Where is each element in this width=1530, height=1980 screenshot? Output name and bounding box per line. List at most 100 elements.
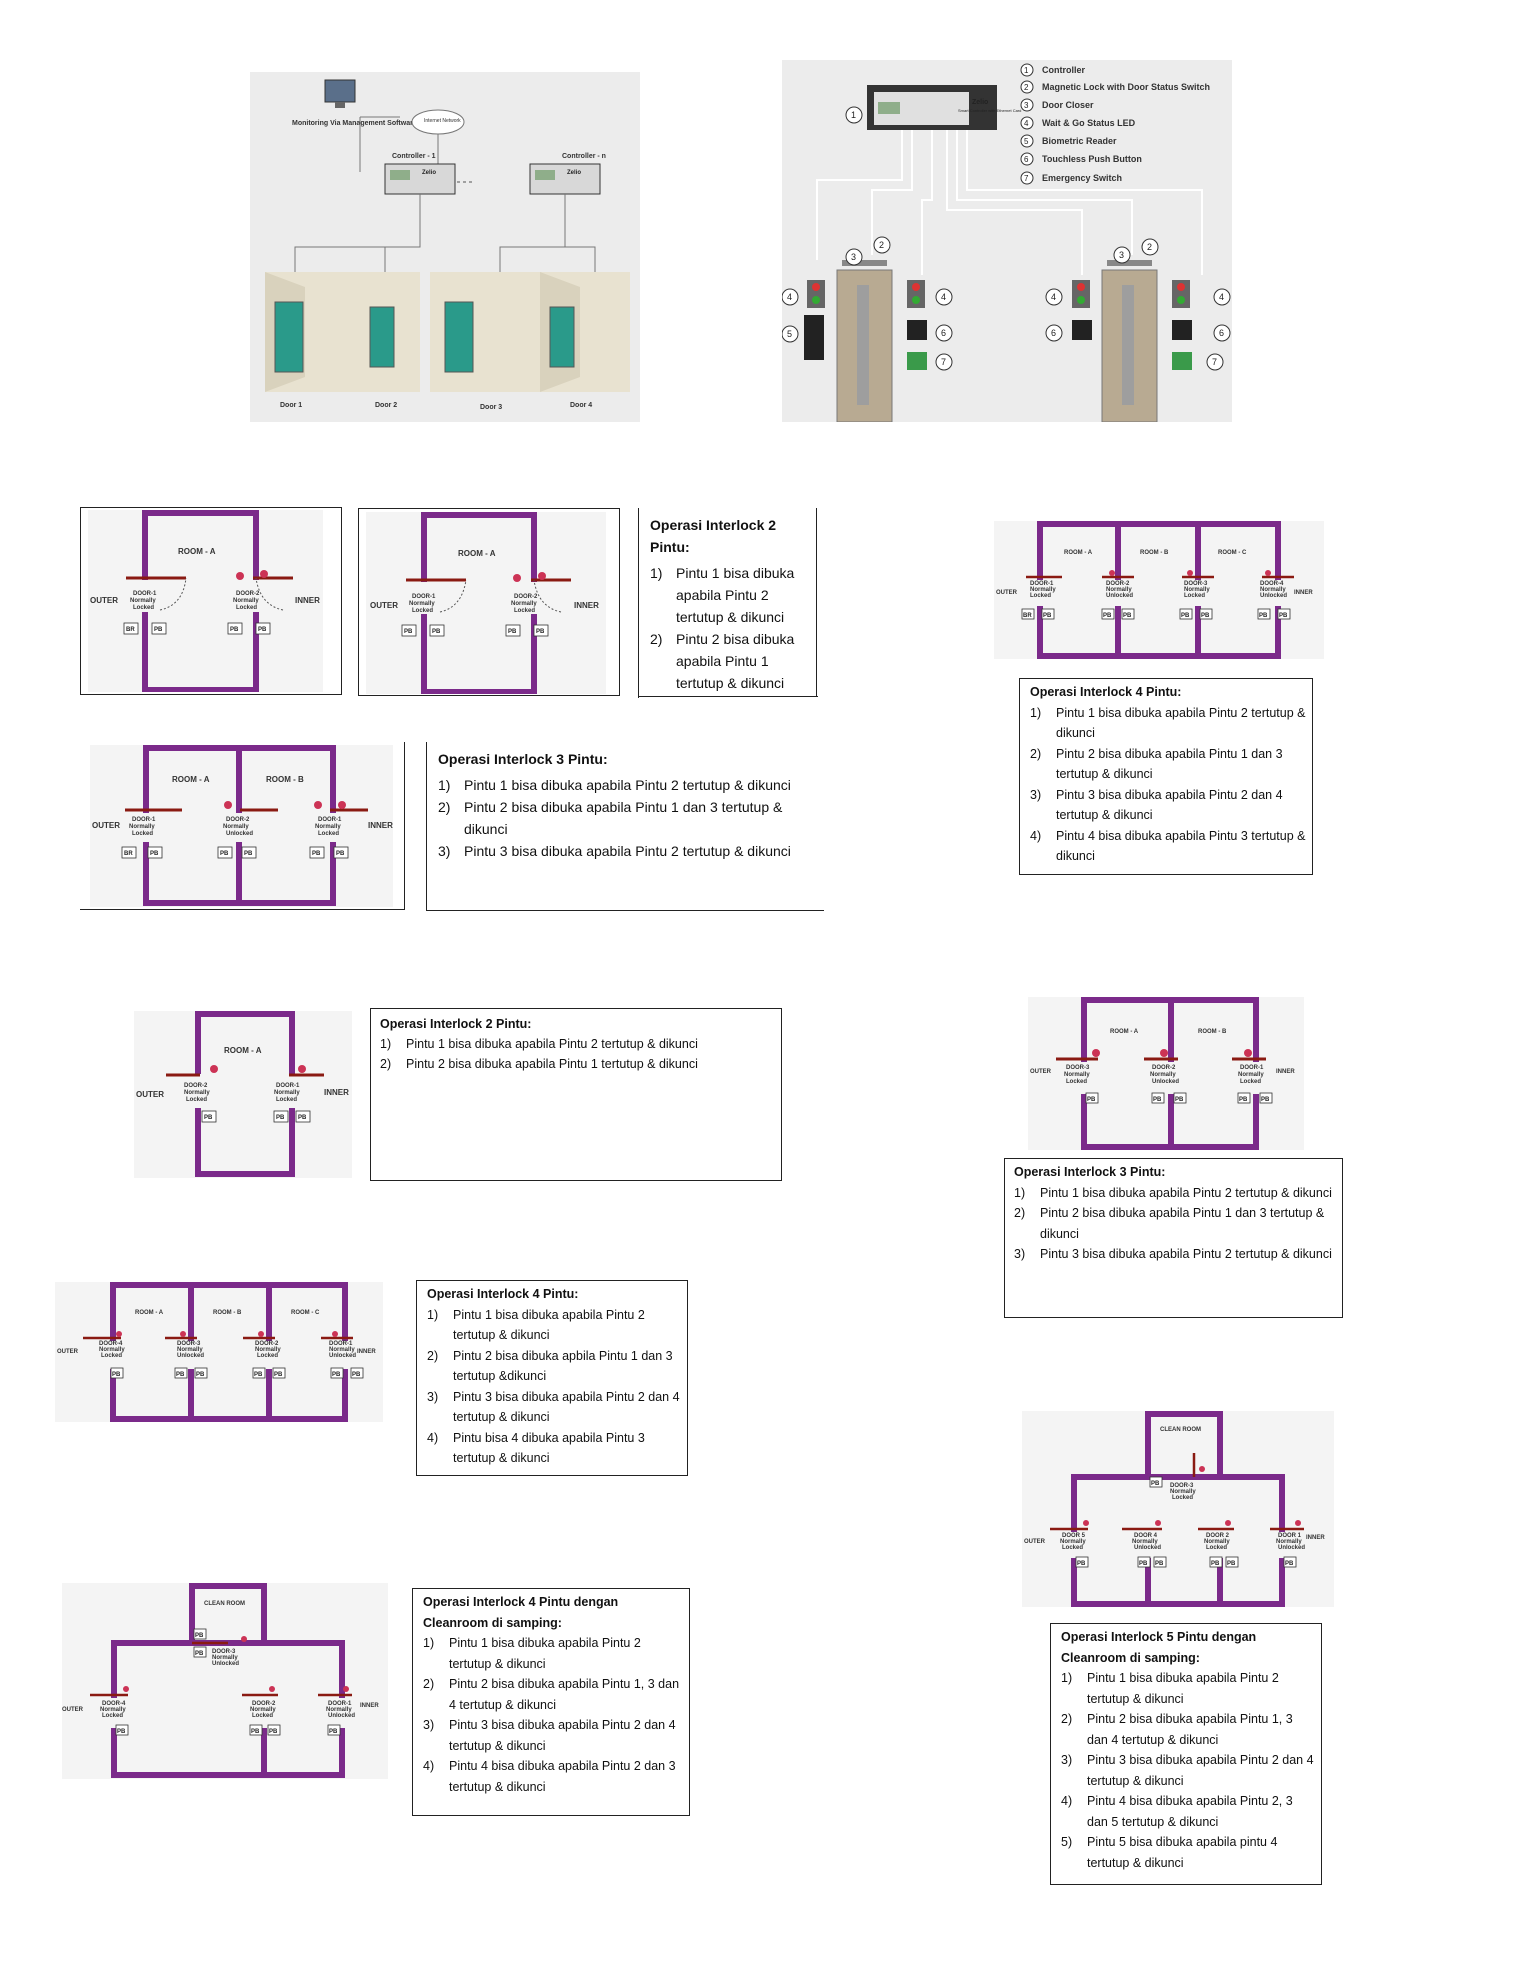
svg-text:DOOR-3: DOOR-3 — [1184, 581, 1208, 587]
svg-text:Door Closer: Door Closer — [1042, 100, 1094, 110]
svg-text:Magnetic Lock with Door Status: Magnetic Lock with Door Status Switch — [1042, 82, 1210, 92]
description-title: Operasi Interlock 2 Pintu: — [650, 517, 777, 555]
svg-text:Unlocked: Unlocked — [1152, 1079, 1179, 1085]
svg-text:ROOM - A: ROOM - A — [1064, 550, 1093, 556]
svg-text:4: 4 — [1024, 119, 1029, 128]
svg-text:PB: PB — [508, 629, 517, 635]
svg-text:Zelio: Zelio — [972, 99, 988, 106]
svg-text:DOOR-2: DOOR-2 — [255, 1341, 279, 1347]
svg-text:Normally: Normally — [130, 598, 156, 604]
svg-text:PB: PB — [1285, 1561, 1294, 1567]
svg-text:BR: BR — [124, 851, 133, 857]
svg-text:Normally: Normally — [274, 1090, 300, 1096]
svg-text:Normally: Normally — [1276, 1539, 1302, 1545]
svg-text:4: 4 — [787, 292, 792, 302]
svg-text:Locked: Locked — [276, 1097, 297, 1103]
svg-text:3: 3 — [851, 252, 856, 262]
svg-text:Unlocked: Unlocked — [212, 1661, 239, 1667]
svg-text:DOOR-1: DOOR-1 — [133, 591, 157, 597]
list-item: 3)Pintu 3 bisa dibuka apabila Pintu 2 te… — [438, 843, 791, 859]
network-diagram: Monitoring Via Management Software Inter… — [250, 72, 640, 422]
svg-text:PB: PB — [230, 627, 239, 633]
svg-text:ROOM - B: ROOM - B — [213, 1310, 242, 1316]
description-title: Operasi Interlock 4 Pintu dengan Cleanro… — [423, 1595, 619, 1630]
divider-line — [426, 742, 427, 910]
component-diagram: Zelio Smart Controller with Ethernet Car… — [781, 60, 1232, 423]
interlock-4-diagram-a: ROOM - A ROOM - B ROOM - C OUTER INNER D… — [994, 521, 1324, 659]
svg-text:ROOM - C: ROOM - C — [291, 1310, 320, 1316]
divider-line — [816, 508, 817, 696]
svg-text:Normally: Normally — [1238, 1072, 1264, 1078]
svg-text:PB: PB — [1155, 1561, 1164, 1567]
list-item: 3)Pintu 3 bisa dibuka apabila Pintu 2 da… — [423, 1718, 676, 1753]
list-item: 5)Pintu 5 bisa dibuka apabila pintu 4 te… — [1061, 1835, 1278, 1870]
svg-text:PB: PB — [1227, 1561, 1236, 1567]
svg-text:Normally: Normally — [1204, 1539, 1230, 1545]
svg-text:DOOR-1: DOOR-1 — [329, 1341, 353, 1347]
svg-text:Unlocked: Unlocked — [328, 1713, 355, 1719]
svg-text:Normally: Normally — [1106, 587, 1132, 593]
svg-text:Locked: Locked — [412, 608, 433, 614]
svg-text:Locked: Locked — [101, 1353, 122, 1359]
svg-text:CLEAN ROOM: CLEAN ROOM — [1160, 1427, 1201, 1433]
svg-text:PB: PB — [1239, 1097, 1248, 1103]
svg-text:DOOR-1: DOOR-1 — [328, 1701, 352, 1707]
svg-text:PB: PB — [332, 1372, 341, 1378]
svg-text:PB: PB — [432, 629, 441, 635]
svg-text:Unlocked: Unlocked — [1260, 593, 1287, 599]
svg-text:PB: PB — [1175, 1097, 1184, 1103]
svg-text:PB: PB — [1181, 613, 1190, 619]
svg-text:Controller: Controller — [1042, 65, 1085, 75]
list-item: 1)Pintu 1 bisa dibuka apabila Pintu 2 te… — [1030, 705, 1306, 741]
svg-text:PB: PB — [336, 851, 345, 857]
svg-text:2: 2 — [1024, 83, 1029, 92]
svg-text:Locked: Locked — [102, 1713, 123, 1719]
svg-text:DOOR-2: DOOR-2 — [514, 594, 538, 600]
list-item: 2)Pintu 2 bisa dibuka apabila Pintu 1 da… — [1030, 746, 1283, 782]
svg-text:ROOM - C: ROOM - C — [1218, 550, 1247, 556]
svg-text:PB: PB — [150, 851, 159, 857]
svg-text:Internet Network: Internet Network — [424, 118, 461, 124]
description-title: Operasi Interlock 5 Pintu dengan Cleanro… — [1061, 1630, 1257, 1665]
svg-text:BR: BR — [126, 627, 135, 633]
svg-text:ROOM - A: ROOM - A — [135, 1310, 164, 1316]
monitor-icon — [324, 79, 356, 103]
svg-text:Normally: Normally — [329, 1347, 355, 1353]
svg-text:Unlocked: Unlocked — [177, 1353, 204, 1359]
svg-text:Controller - n: Controller - n — [562, 153, 606, 160]
svg-text:PB: PB — [244, 851, 253, 857]
svg-text:DOOR-2: DOOR-2 — [1106, 581, 1130, 587]
svg-text:PB: PB — [1259, 613, 1268, 619]
svg-text:Normally: Normally — [1170, 1489, 1196, 1495]
svg-text:PB: PB — [1151, 1481, 1160, 1487]
svg-text:PB: PB — [329, 1729, 338, 1735]
list-item: 2)Pintu 2 bisa dibuka apabila Pintu 1 da… — [438, 799, 783, 837]
svg-text:3: 3 — [1119, 250, 1124, 260]
list-item: 4)Pintu 4 bisa dibuka apabila Pintu 2 da… — [423, 1759, 676, 1794]
svg-text:PB: PB — [536, 629, 545, 635]
svg-text:Normally: Normally — [1150, 1072, 1176, 1078]
svg-text:DOOR-3: DOOR-3 — [212, 1649, 236, 1655]
svg-text:6: 6 — [1024, 155, 1029, 164]
component-svg: Zelio Smart Controller with Ethernet Car… — [781, 63, 1231, 423]
svg-text:Normally: Normally — [409, 601, 435, 607]
svg-text:Normally: Normally — [177, 1347, 203, 1353]
list-item: 4)Pintu 4 bisa dibuka apabila Pintu 3 te… — [1030, 828, 1306, 864]
svg-text:Normally: Normally — [99, 1347, 125, 1353]
svg-text:Locked: Locked — [186, 1097, 207, 1103]
svg-text:INNER: INNER — [1276, 1069, 1295, 1075]
svg-text:PB: PB — [1211, 1561, 1220, 1567]
svg-text:PB: PB — [220, 851, 229, 857]
svg-text:5: 5 — [1024, 137, 1029, 146]
list-item: 2)Pintu 2 bisa dibuka apbila Pintu 1 dan… — [427, 1348, 673, 1384]
list-item: 2)Pintu 2 bisa dibuka apabila Pintu 1 te… — [650, 631, 795, 691]
list-item: 1)Pintu 1 bisa dibuka apabila Pintu 2 te… — [650, 565, 795, 625]
interlock-4-cleanroom-description: Operasi Interlock 4 Pintu dengan Cleanro… — [423, 1592, 685, 1797]
list-item: 1)Pintu 1 bisa dibuka apabila Pintu 2 te… — [438, 777, 791, 793]
list-item: 3)Pintu 3 bisa dibuka apabila Pintu 2 te… — [1014, 1247, 1332, 1261]
svg-text:PB: PB — [195, 1651, 204, 1657]
svg-text:DOOR-2: DOOR-2 — [184, 1083, 208, 1089]
